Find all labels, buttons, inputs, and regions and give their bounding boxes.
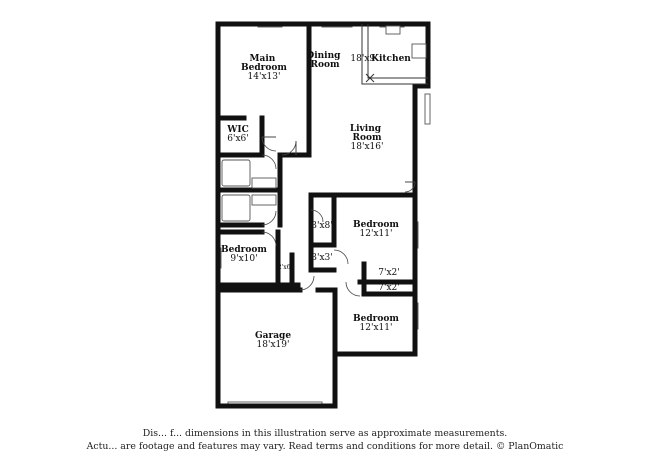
main-bedroom-name-1: Main	[250, 54, 276, 64]
living-room-name-1: Living	[350, 124, 382, 134]
dining-room-name: Dining Room	[306, 51, 343, 70]
fixtures	[221, 25, 427, 222]
closet-7x2-b-dim: 7'x2'	[378, 283, 399, 293]
door-closet-3x8	[310, 209, 324, 223]
door-bath-upper	[261, 154, 277, 170]
room-labels: Main Bedroom 14'x13' Dining Room 18'x9' …	[221, 51, 411, 350]
bedroom-lower-right-name: Bedroom	[353, 314, 399, 324]
door-bedroom-left	[261, 231, 277, 247]
closet-3x8-dim: 3'x8'	[311, 221, 332, 231]
bathtub-upper	[221, 159, 251, 187]
disclaimer-line-1: Dis... f... dimensions in this illustrat…	[142, 428, 508, 439]
dining-room-name-2: Room	[310, 60, 339, 70]
garage-name: Garage	[255, 331, 291, 341]
closet-2x6-dim: 2'x6'	[278, 264, 293, 271]
door-entry	[404, 181, 416, 193]
vanity-lower	[251, 194, 277, 206]
wic-dim: 6'x6'	[227, 134, 248, 144]
kitchen-counter-inner	[367, 24, 428, 79]
door-lower-bed	[345, 281, 361, 297]
dining-room-name-1: Dining	[306, 51, 341, 61]
main-bedroom-name: Main Bedroom	[241, 54, 287, 73]
closet-7x2-a-dim: 7'x2'	[378, 268, 399, 278]
door-upper-bed	[333, 249, 349, 265]
bedroom-lower-right-dim: 12'x11'	[360, 323, 393, 333]
bathtub-lower	[221, 194, 251, 222]
disclaimer-line-2: Actu... are footage and features may var…	[86, 441, 564, 452]
exterior-wall	[215, 21, 431, 409]
island-x-2	[365, 73, 375, 83]
bedroom-upper-right-name: Bedroom	[353, 220, 399, 230]
doors	[261, 136, 416, 297]
door-garage	[299, 275, 315, 291]
walls	[215, 21, 431, 409]
range	[411, 43, 427, 59]
kitchen-name: Kitchen	[371, 54, 411, 64]
main-bedroom-dim: 14'x13'	[248, 72, 281, 82]
sink	[385, 25, 401, 35]
vanity-upper	[251, 177, 277, 189]
living-room-dim: 18'x16'	[351, 142, 384, 152]
door-bath-lower	[261, 210, 277, 226]
window-living	[424, 93, 431, 125]
living-room-name-2: Room	[352, 133, 381, 143]
bedroom-left-dim: 9'x10'	[230, 254, 257, 264]
kitchen-dim: 18'x9'	[350, 54, 377, 64]
bedroom-upper-right-dim: 12'x11'	[360, 229, 393, 239]
main-bedroom-name-2: Bedroom	[241, 63, 287, 73]
wic-name: WIC	[226, 125, 248, 135]
closet-3x3-dim: 3'x3'	[311, 253, 332, 263]
kitchen-counter	[361, 24, 428, 85]
garage-dim: 18'x19'	[257, 340, 290, 350]
living-room-name: Living Room	[350, 124, 384, 143]
bedroom-left-name: Bedroom	[221, 245, 267, 255]
door-wic	[261, 136, 277, 152]
